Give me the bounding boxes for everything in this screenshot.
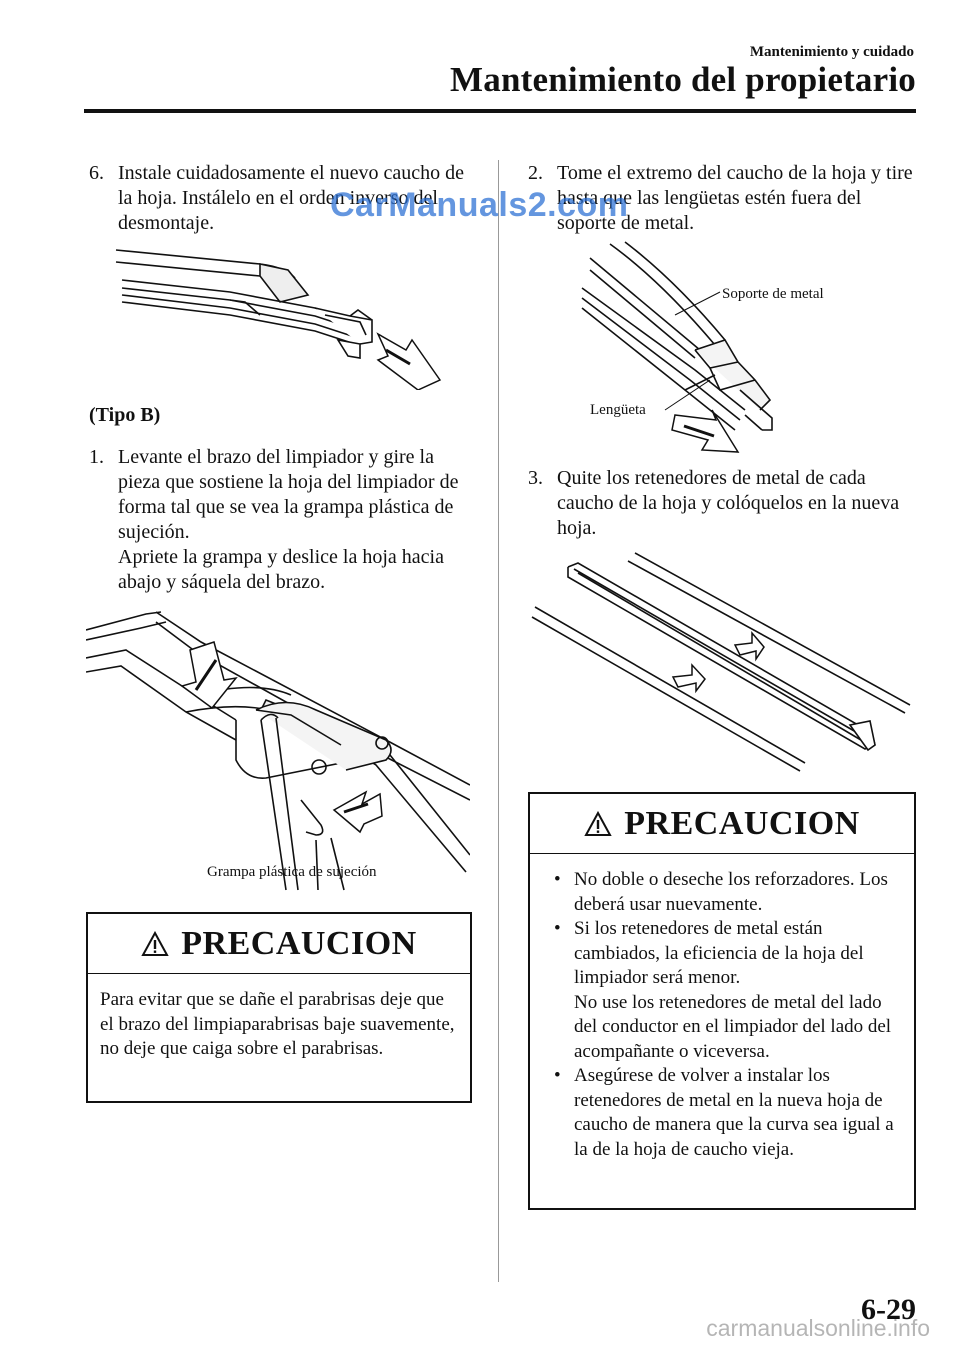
step-text: Levante el brazo del limpiador y gire la… <box>118 446 459 543</box>
step-number: 2. <box>528 162 543 184</box>
caution-list: • No doble o deseche los reforzadores. L… <box>542 868 902 1162</box>
caution-header: PRECAUCION <box>88 914 470 974</box>
page-title: Mantenimiento del propietario <box>450 60 916 99</box>
caution-header: PRECAUCION <box>530 794 914 854</box>
caution-item-text: Si los retenedores de metal están cambia… <box>574 918 864 988</box>
caution-text: Para evitar que se dañe el parabrisas de… <box>100 989 455 1059</box>
step-3: 3. Quite los retenedores de metal de cad… <box>528 466 913 541</box>
illustration-wiper-arm-clip <box>86 611 470 891</box>
step-6: 6. Instale cuidadosamente el nuevo cauch… <box>89 161 474 236</box>
caution-title: PRECAUCION <box>181 924 417 962</box>
step-text-2: Apriete la grampa y deslice la hoja haci… <box>118 546 444 593</box>
page-number: 6-29 <box>861 1293 916 1326</box>
header-rule <box>84 109 916 113</box>
step-1: 1. Levante el brazo del limpiador y gire… <box>89 445 474 595</box>
caution-item-text-2: No use los retenedores de metal del lado… <box>574 991 892 1062</box>
step-text: Quite los retenedores de metal de cada c… <box>557 467 900 539</box>
step-number: 6. <box>89 162 104 184</box>
step-number: 1. <box>89 446 104 468</box>
section-label: Mantenimiento y cuidado <box>749 44 914 60</box>
callout-plastic-clip: Grampa plástica de sujeción <box>207 864 377 880</box>
column-divider <box>498 160 499 1282</box>
callout-tab: Lengüeta <box>590 402 646 418</box>
step-2: 2. Tome el extremo del caucho de la hoja… <box>528 161 913 236</box>
step-text: Tome el extremo del caucho de la hoja y … <box>557 162 913 234</box>
watermark: CarManuals2.com <box>330 186 629 224</box>
step-text: Instale cuidadosamente el nuevo caucho d… <box>118 162 464 234</box>
bullet: • <box>554 1065 561 1086</box>
illustration-install-rubber <box>115 249 442 390</box>
caution-item: • Asegúrese de volver a instalar los ret… <box>542 1064 902 1162</box>
caution-title: PRECAUCION <box>624 804 860 842</box>
bullet: • <box>554 918 561 939</box>
step-number: 3. <box>528 467 543 489</box>
illustration-metal-retainers <box>531 552 911 772</box>
callout-metal-support: Soporte de metal <box>722 286 824 302</box>
caution-box-1: PRECAUCION Para evitar que se dañe el pa… <box>86 912 472 1103</box>
caution-item: • No doble o deseche los reforzadores. L… <box>542 868 902 917</box>
caution-list-wrap: • No doble o deseche los reforzadores. L… <box>530 854 914 1174</box>
footer-watermark: carmanualsonline.info <box>706 1315 930 1341</box>
caution-item: • Si los retenedores de metal están camb… <box>542 917 902 1064</box>
caution-item-text: Asegúrese de volver a instalar los reten… <box>574 1065 894 1160</box>
type-b-heading: (Tipo B) <box>89 404 161 426</box>
illustration-pull-rubber <box>581 241 773 453</box>
warning-triangle-icon <box>584 810 612 836</box>
caution-box-2: PRECAUCION • No doble o deseche los refo… <box>528 792 916 1210</box>
caution-item-text: No doble o deseche los reforzadores. Los… <box>574 869 888 915</box>
bullet: • <box>554 869 561 890</box>
warning-triangle-icon <box>141 930 169 956</box>
